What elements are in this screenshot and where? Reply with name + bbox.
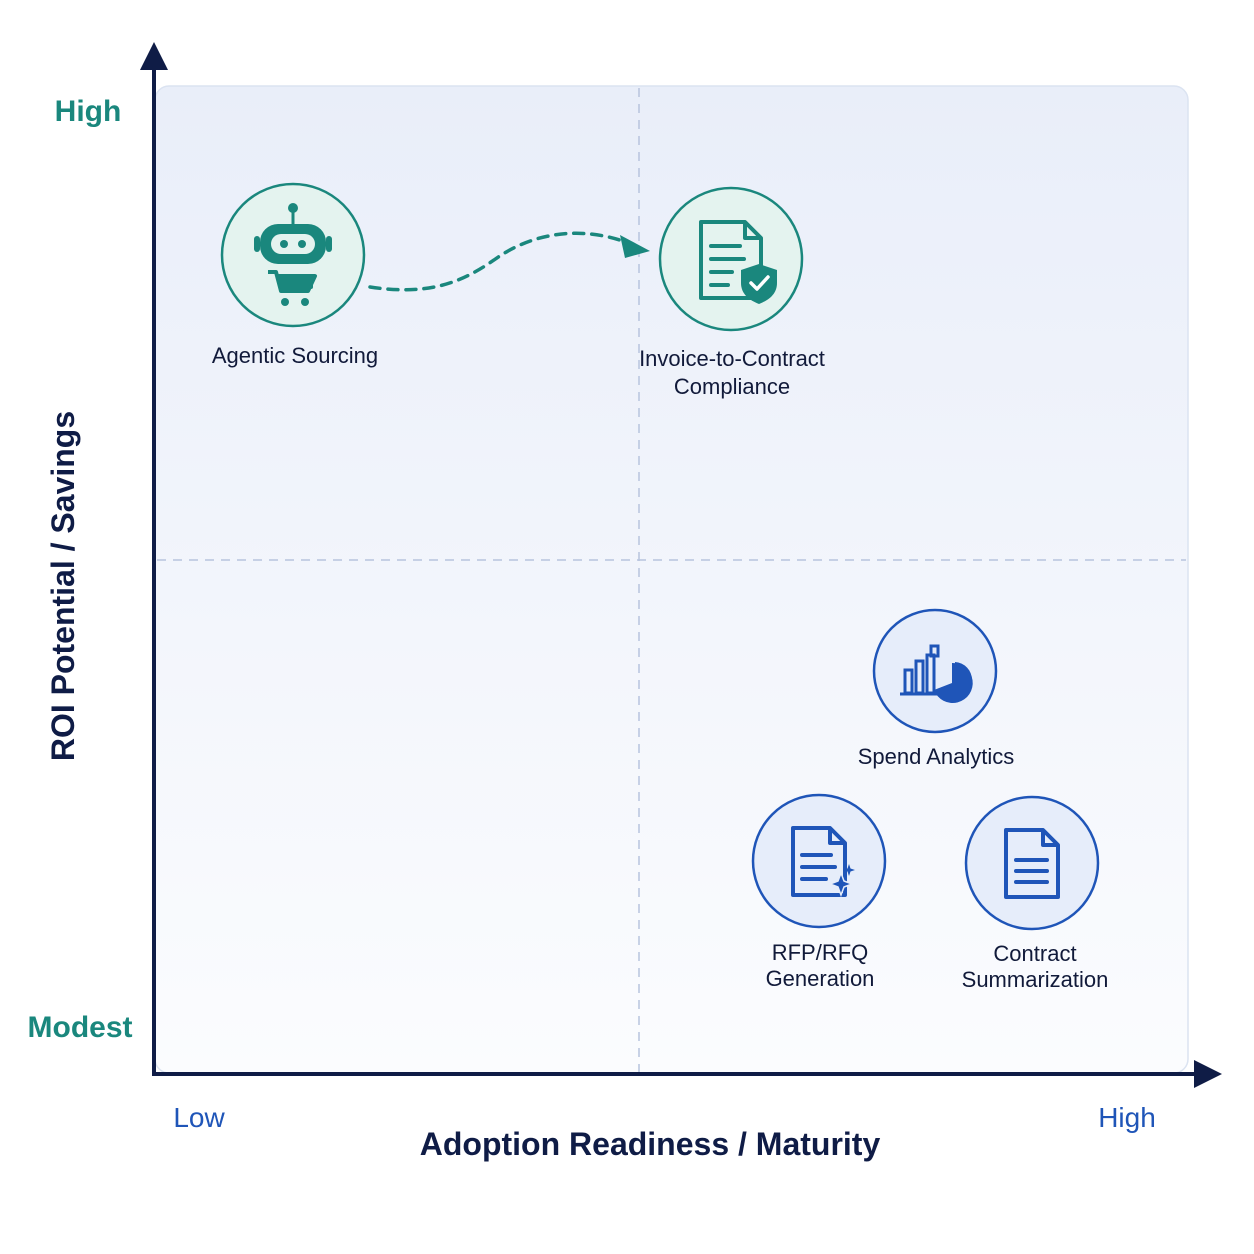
x-axis-title: Adoption Readiness / Maturity (420, 1126, 881, 1162)
document-shield-icon (699, 220, 777, 304)
y-axis-arrowhead (140, 42, 168, 70)
x-axis-low-label: Low (173, 1102, 225, 1133)
y-axis-low-label: Modest (28, 1011, 133, 1044)
transition-arrow-path (368, 231, 630, 292)
document-lines-icon (1004, 828, 1060, 899)
document-sparkle-icon (791, 826, 855, 898)
y-axis-high-label: High (55, 95, 122, 128)
bar-pie-chart-icon (900, 644, 973, 703)
node-label: Agentic Sourcing (212, 343, 378, 368)
node-agentic-sourcing: Agentic Sourcing (212, 182, 378, 368)
node-label: Spend Analytics (858, 744, 1015, 769)
x-axis-arrowhead (1194, 1060, 1222, 1088)
x-axis-high-label: High (1098, 1102, 1156, 1133)
transition-arrowhead (620, 235, 650, 258)
robot-cart-icon (254, 203, 332, 306)
y-axis-title: ROI Potential / Savings (45, 411, 81, 761)
node-spend-analytics: Spend Analytics (858, 608, 1015, 769)
